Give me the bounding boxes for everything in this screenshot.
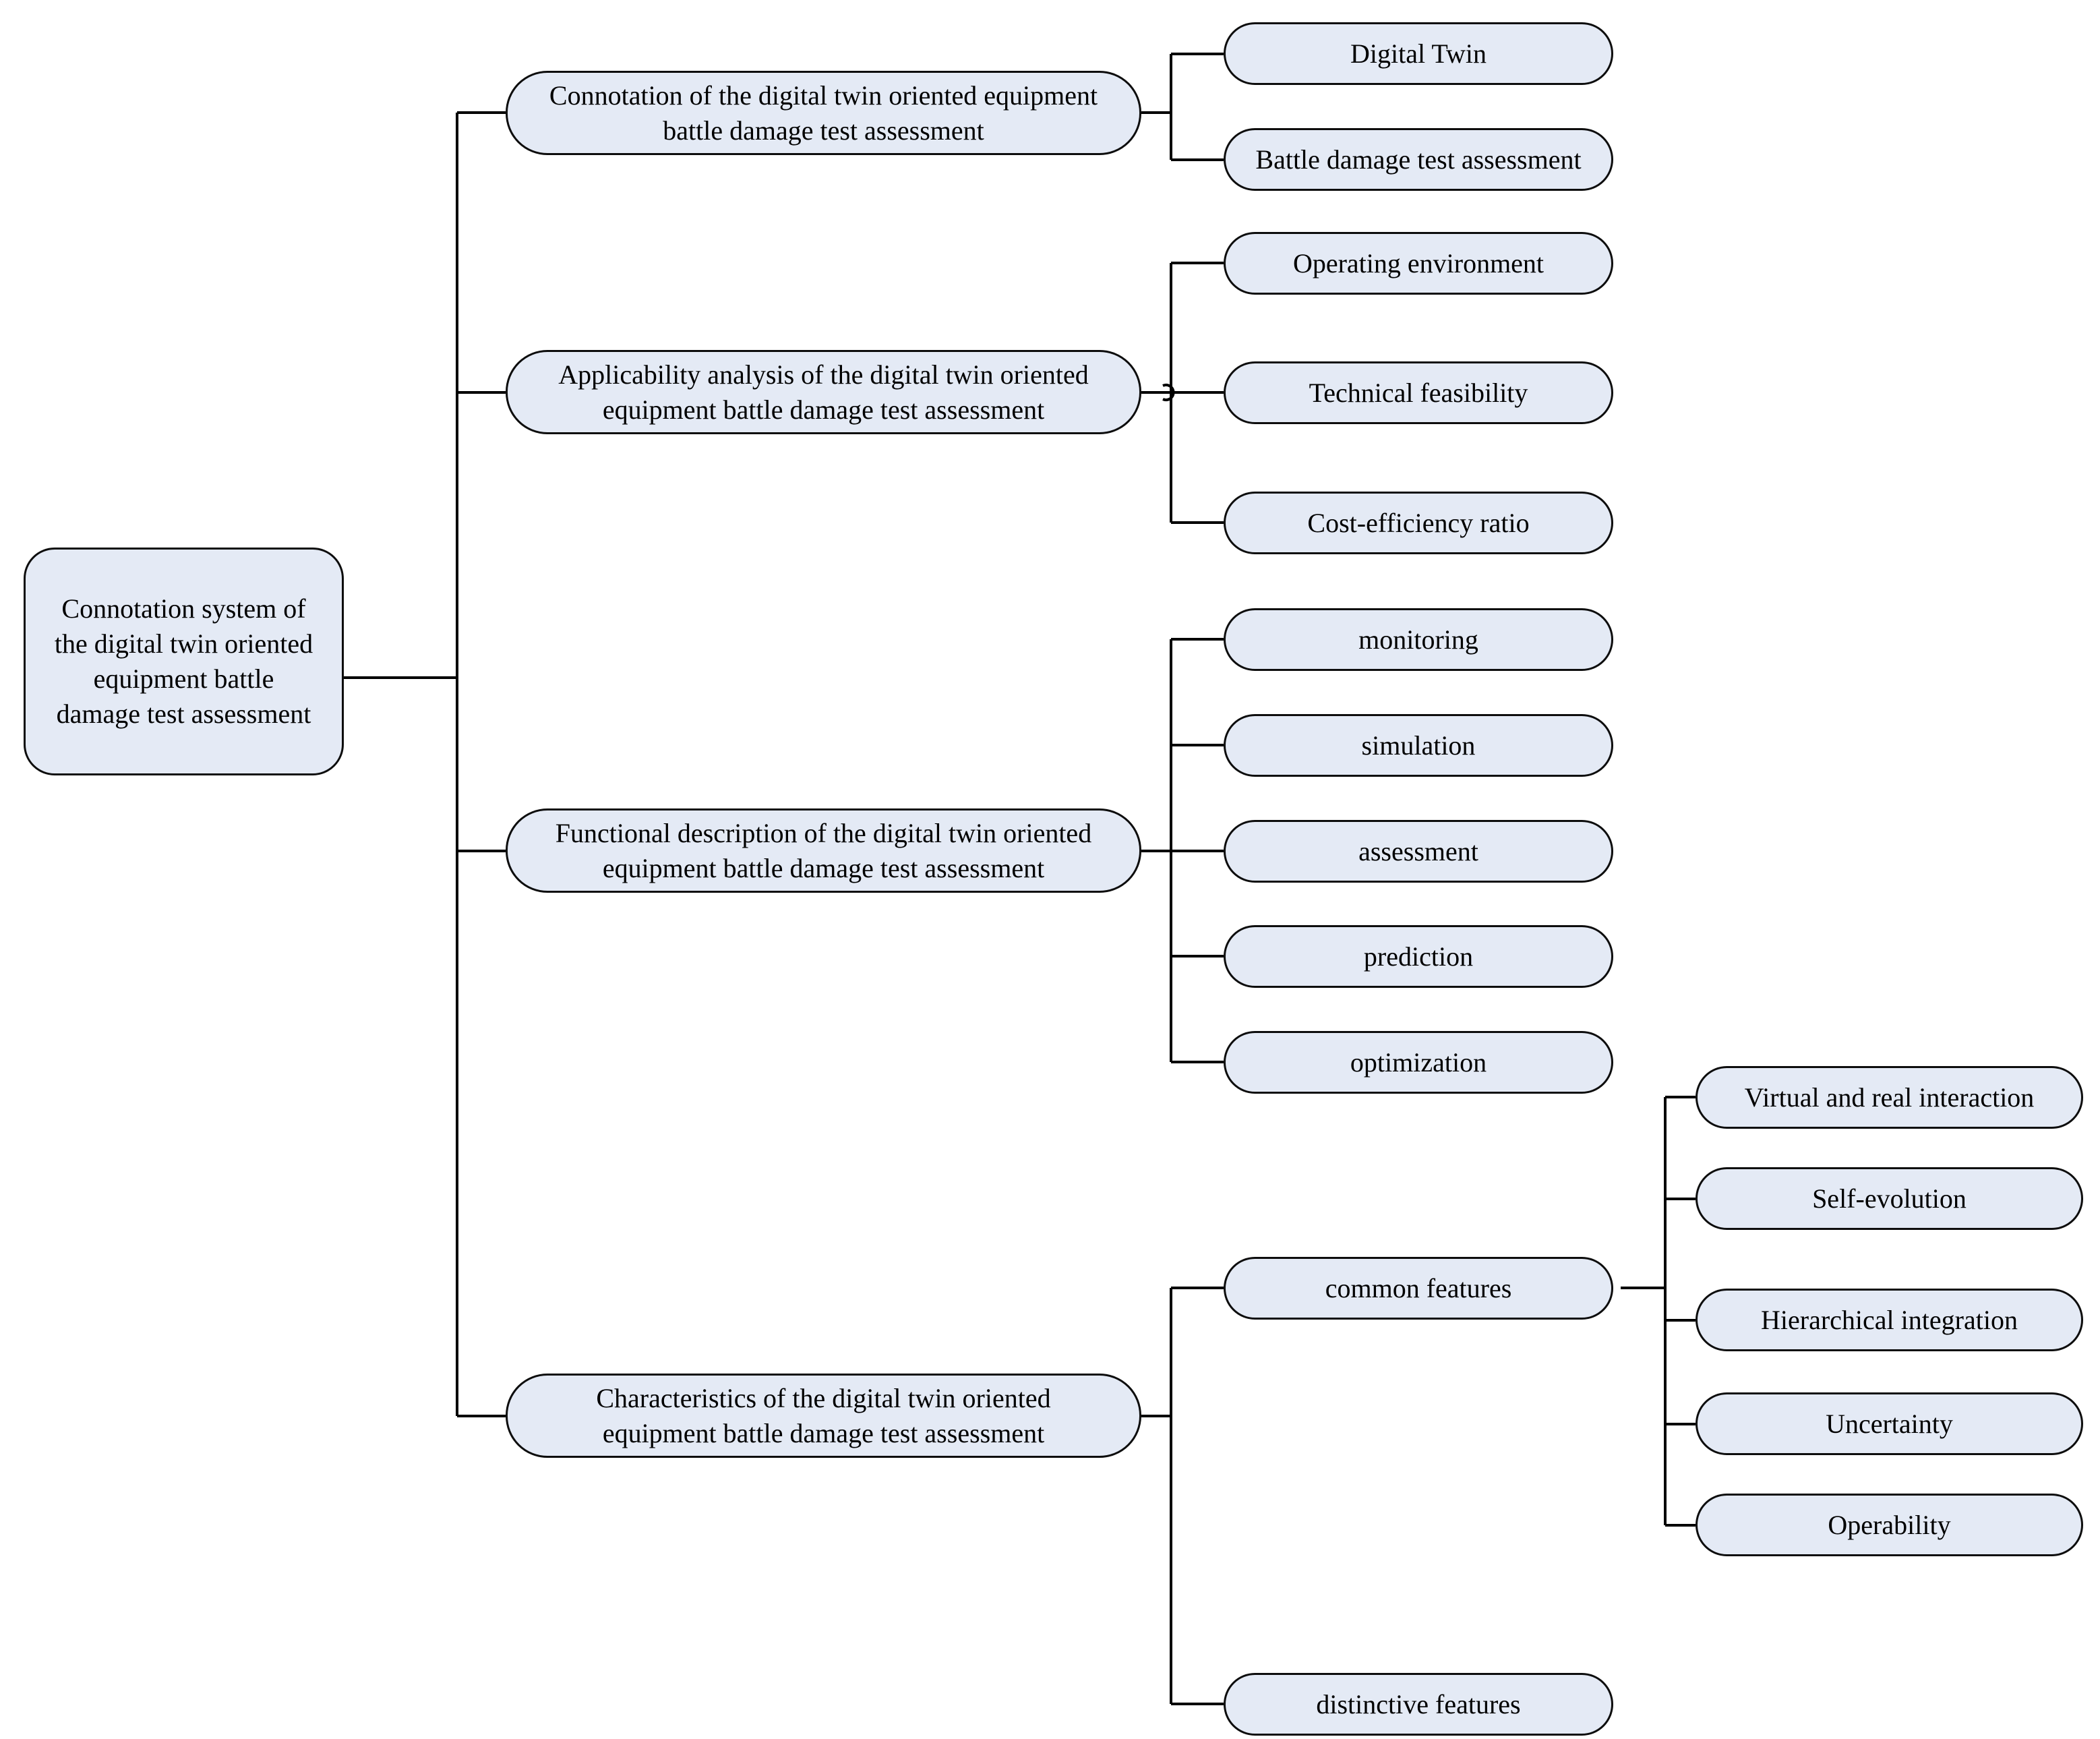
node-branch-characteristics-label: Characteristics of the digital twin orie… (596, 1382, 1051, 1448)
node-distinctive-features[interactable]: distinctive features (1224, 1673, 1613, 1736)
node-simulation-label: simulation (1361, 730, 1476, 761)
node-virtual-and-real-interaction[interactable]: Virtual and real interaction (1696, 1066, 2083, 1129)
node-simulation[interactable]: simulation (1224, 714, 1613, 777)
node-virtual-and-real-interaction-label: Virtual and real interaction (1744, 1082, 2035, 1113)
node-branch-characteristics[interactable]: Characteristics of the digital twin orie… (506, 1374, 1141, 1458)
node-assessment[interactable]: assessment (1224, 820, 1613, 883)
node-branch-functional-label: Functional description of the digital tw… (555, 817, 1092, 883)
node-technical-feasibility[interactable]: Technical feasibility (1224, 361, 1613, 424)
node-cost-efficiency-ratio[interactable]: Cost-efficiency ratio (1224, 492, 1613, 554)
node-prediction-label: prediction (1363, 941, 1474, 972)
node-branch-functional[interactable]: Functional description of the digital tw… (506, 808, 1141, 893)
node-branch-applicability[interactable]: Applicability analysis of the digital tw… (506, 350, 1141, 434)
node-optimization-label: optimization (1350, 1047, 1487, 1078)
node-operating-environment[interactable]: Operating environment (1224, 232, 1613, 295)
node-self-evolution[interactable]: Self-evolution (1696, 1167, 2083, 1230)
node-assessment-label: assessment (1358, 835, 1478, 866)
node-technical-feasibility-label: Technical feasibility (1309, 377, 1528, 408)
node-hierarchical-integration-label: Hierarchical integration (1761, 1304, 2018, 1335)
node-digital-twin-label: Digital Twin (1350, 38, 1487, 69)
node-battle-damage-test-assessment[interactable]: Battle damage test assessment (1224, 128, 1613, 191)
node-self-evolution-label: Self-evolution (1812, 1183, 1967, 1214)
node-operability-label: Operability (1828, 1509, 1951, 1540)
node-hierarchical-integration[interactable]: Hierarchical integration (1696, 1289, 2083, 1351)
node-optimization[interactable]: optimization (1224, 1031, 1613, 1094)
node-monitoring-label: monitoring (1358, 624, 1478, 655)
node-common-features-label: common features (1325, 1272, 1512, 1303)
node-prediction[interactable]: prediction (1224, 925, 1613, 988)
line-jump-arc (1162, 384, 1175, 401)
node-operability[interactable]: Operability (1696, 1494, 2083, 1556)
node-branch-connotation-label: Connotation of the digital twin oriented… (549, 80, 1098, 146)
node-common-features[interactable]: common features (1224, 1257, 1613, 1320)
node-monitoring[interactable]: monitoring (1224, 608, 1613, 671)
node-root-label: Connotation system of the digital twin o… (54, 593, 313, 729)
node-uncertainty[interactable]: Uncertainty (1696, 1392, 2083, 1455)
node-operating-environment-label: Operating environment (1292, 247, 1544, 278)
node-branch-connotation[interactable]: Connotation of the digital twin oriented… (506, 71, 1141, 155)
node-cost-efficiency-ratio-label: Cost-efficiency ratio (1307, 507, 1530, 538)
node-uncertainty-label: Uncertainty (1826, 1408, 1953, 1439)
node-digital-twin[interactable]: Digital Twin (1224, 22, 1613, 85)
node-branch-applicability-label: Applicability analysis of the digital tw… (558, 359, 1089, 425)
node-battle-damage-test-assessment-label: Battle damage test assessment (1255, 144, 1582, 175)
node-root[interactable]: Connotation system of the digital twin o… (24, 548, 344, 775)
node-distinctive-features-label: distinctive features (1316, 1688, 1521, 1719)
